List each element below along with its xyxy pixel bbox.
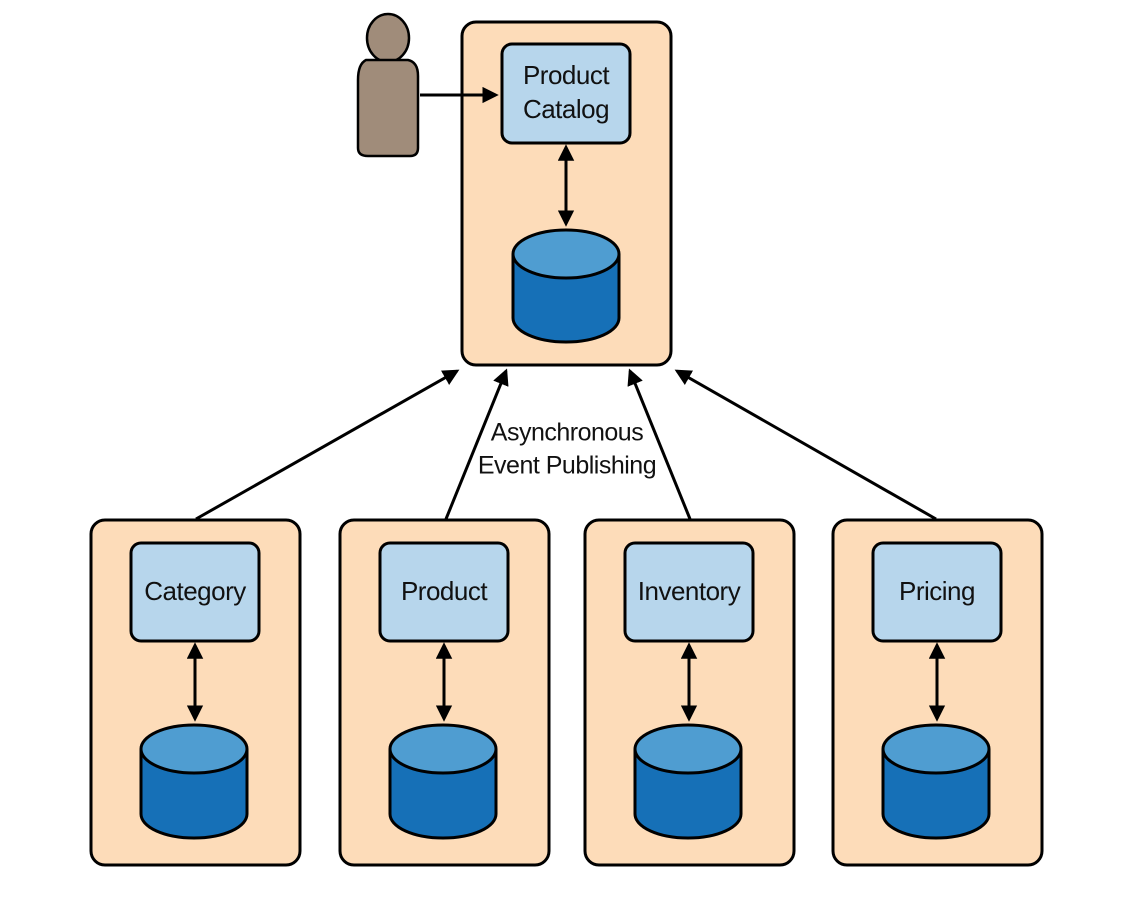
inventory-container: Inventory bbox=[583, 518, 796, 867]
category-service: Category bbox=[129, 541, 261, 643]
event-publishing-arrows bbox=[195, 368, 937, 521]
pricing-label: Pricing bbox=[899, 576, 975, 606]
category-container: Category bbox=[89, 518, 302, 867]
category-database-icon bbox=[139, 723, 249, 840]
product-label: Product bbox=[401, 576, 488, 606]
event-label-line2: Event Publishing bbox=[478, 452, 656, 480]
inventory-event-arrow bbox=[627, 368, 692, 520]
inventory-database-icon bbox=[633, 723, 743, 840]
product-event-arrow bbox=[444, 368, 509, 520]
product-catalog-label-line1: Product bbox=[523, 60, 610, 90]
inventory-service: Inventory bbox=[623, 541, 755, 643]
product-container: Product bbox=[338, 518, 551, 867]
inventory-label: Inventory bbox=[638, 576, 741, 606]
event-label-line1: Asynchronous bbox=[491, 419, 643, 447]
category-event-arrow bbox=[195, 369, 460, 521]
product-catalog-label-line2: Catalog bbox=[523, 94, 609, 124]
pricing-database-icon bbox=[881, 723, 991, 840]
category-label: Category bbox=[144, 576, 246, 606]
pricing-event-arrow bbox=[674, 369, 937, 521]
product-catalog-database-icon bbox=[511, 228, 621, 344]
user-icon bbox=[356, 12, 420, 158]
pricing-service: Pricing bbox=[871, 541, 1003, 643]
pricing-container: Pricing bbox=[831, 518, 1044, 867]
product-service: Product bbox=[378, 541, 510, 643]
product-catalog-service: Product Catalog bbox=[500, 42, 632, 145]
product-catalog-container: Product Catalog bbox=[460, 20, 673, 367]
product-database-icon bbox=[388, 723, 498, 840]
